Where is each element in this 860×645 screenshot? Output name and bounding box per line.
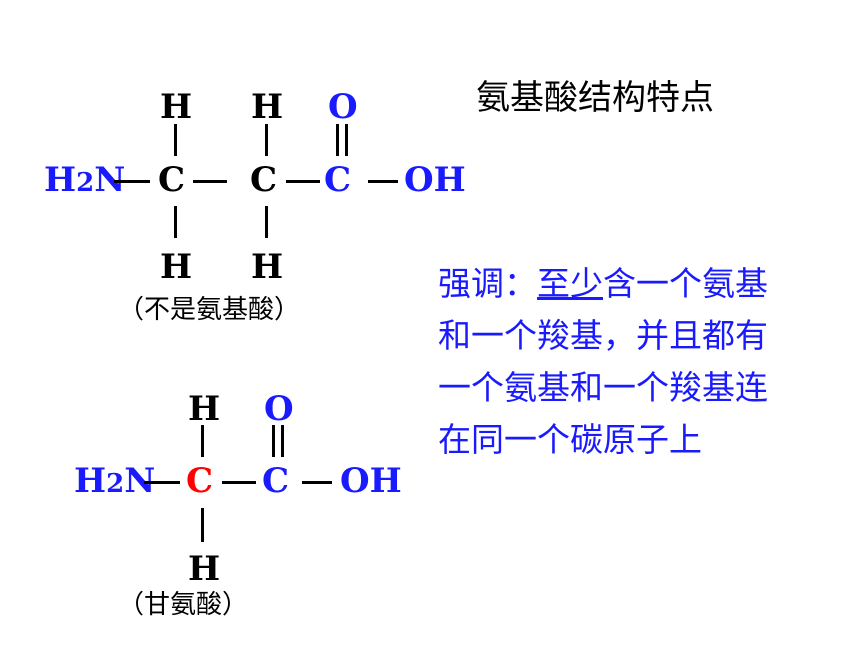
bond-c-oh xyxy=(302,481,332,484)
bond-calpha-ccarboxyl xyxy=(222,481,256,484)
bond-n-calpha xyxy=(144,481,180,484)
caption-glycine: （甘氨酸） xyxy=(118,590,249,620)
carbon-atom-carboxyl: C xyxy=(324,160,352,200)
hydrogen-atom-bottom-2: H xyxy=(251,247,284,287)
note-body: 含一个氨基和一个羧基，并且都有一个氨基和一个羧基连在同一个碳原子上 xyxy=(438,264,768,459)
carbon-atom-2: C xyxy=(250,160,278,200)
amine-group: H2N xyxy=(74,461,156,501)
bond-c2-c3 xyxy=(286,180,320,183)
bond-calpha-h-top xyxy=(201,425,204,457)
emphasis-note: 强调：至少含一个氨基和一个羧基，并且都有一个氨基和一个羧基连在同一个碳原子上 xyxy=(438,258,798,466)
bond-c1-c2 xyxy=(193,180,227,183)
caption-not-amino-acid: （不是氨基酸） xyxy=(118,295,301,325)
double-bond-line-1 xyxy=(336,124,339,156)
double-bond-line-2 xyxy=(345,124,348,156)
bond-c1-h-top xyxy=(174,124,177,156)
hydroxyl-group: OH xyxy=(340,461,402,501)
carbon-atom-1: C xyxy=(158,160,186,200)
page-title: 氨基酸结构特点 xyxy=(476,78,714,118)
double-bond-line-1 xyxy=(272,425,275,457)
note-emphasis-at-least: 至少 xyxy=(537,264,603,303)
hydrogen-atom-bottom: H xyxy=(188,549,221,589)
bond-n-c1 xyxy=(114,180,150,183)
alpha-carbon-atom: C xyxy=(186,461,214,501)
double-bond-line-2 xyxy=(281,425,284,457)
note-prefix: 强调： xyxy=(438,264,537,303)
bond-c3-oh xyxy=(368,180,398,183)
hydrogen-atom-top: H xyxy=(188,389,221,429)
carbon-atom-carboxyl: C xyxy=(262,461,290,501)
bond-c2-h-bottom xyxy=(265,206,268,238)
hydrogen-atom-bottom-1: H xyxy=(160,247,193,287)
bond-c1-h-bottom xyxy=(174,206,177,238)
bond-calpha-h-bottom xyxy=(201,508,204,542)
oxygen-atom-double-bond: O xyxy=(264,389,294,429)
hydrogen-atom-top-2: H xyxy=(251,87,284,127)
hydrogen-atom-top-1: H xyxy=(160,87,193,127)
oxygen-atom-double-bond: O xyxy=(328,87,358,127)
bond-c2-h-top xyxy=(265,124,268,156)
hydroxyl-group: OH xyxy=(404,160,466,200)
